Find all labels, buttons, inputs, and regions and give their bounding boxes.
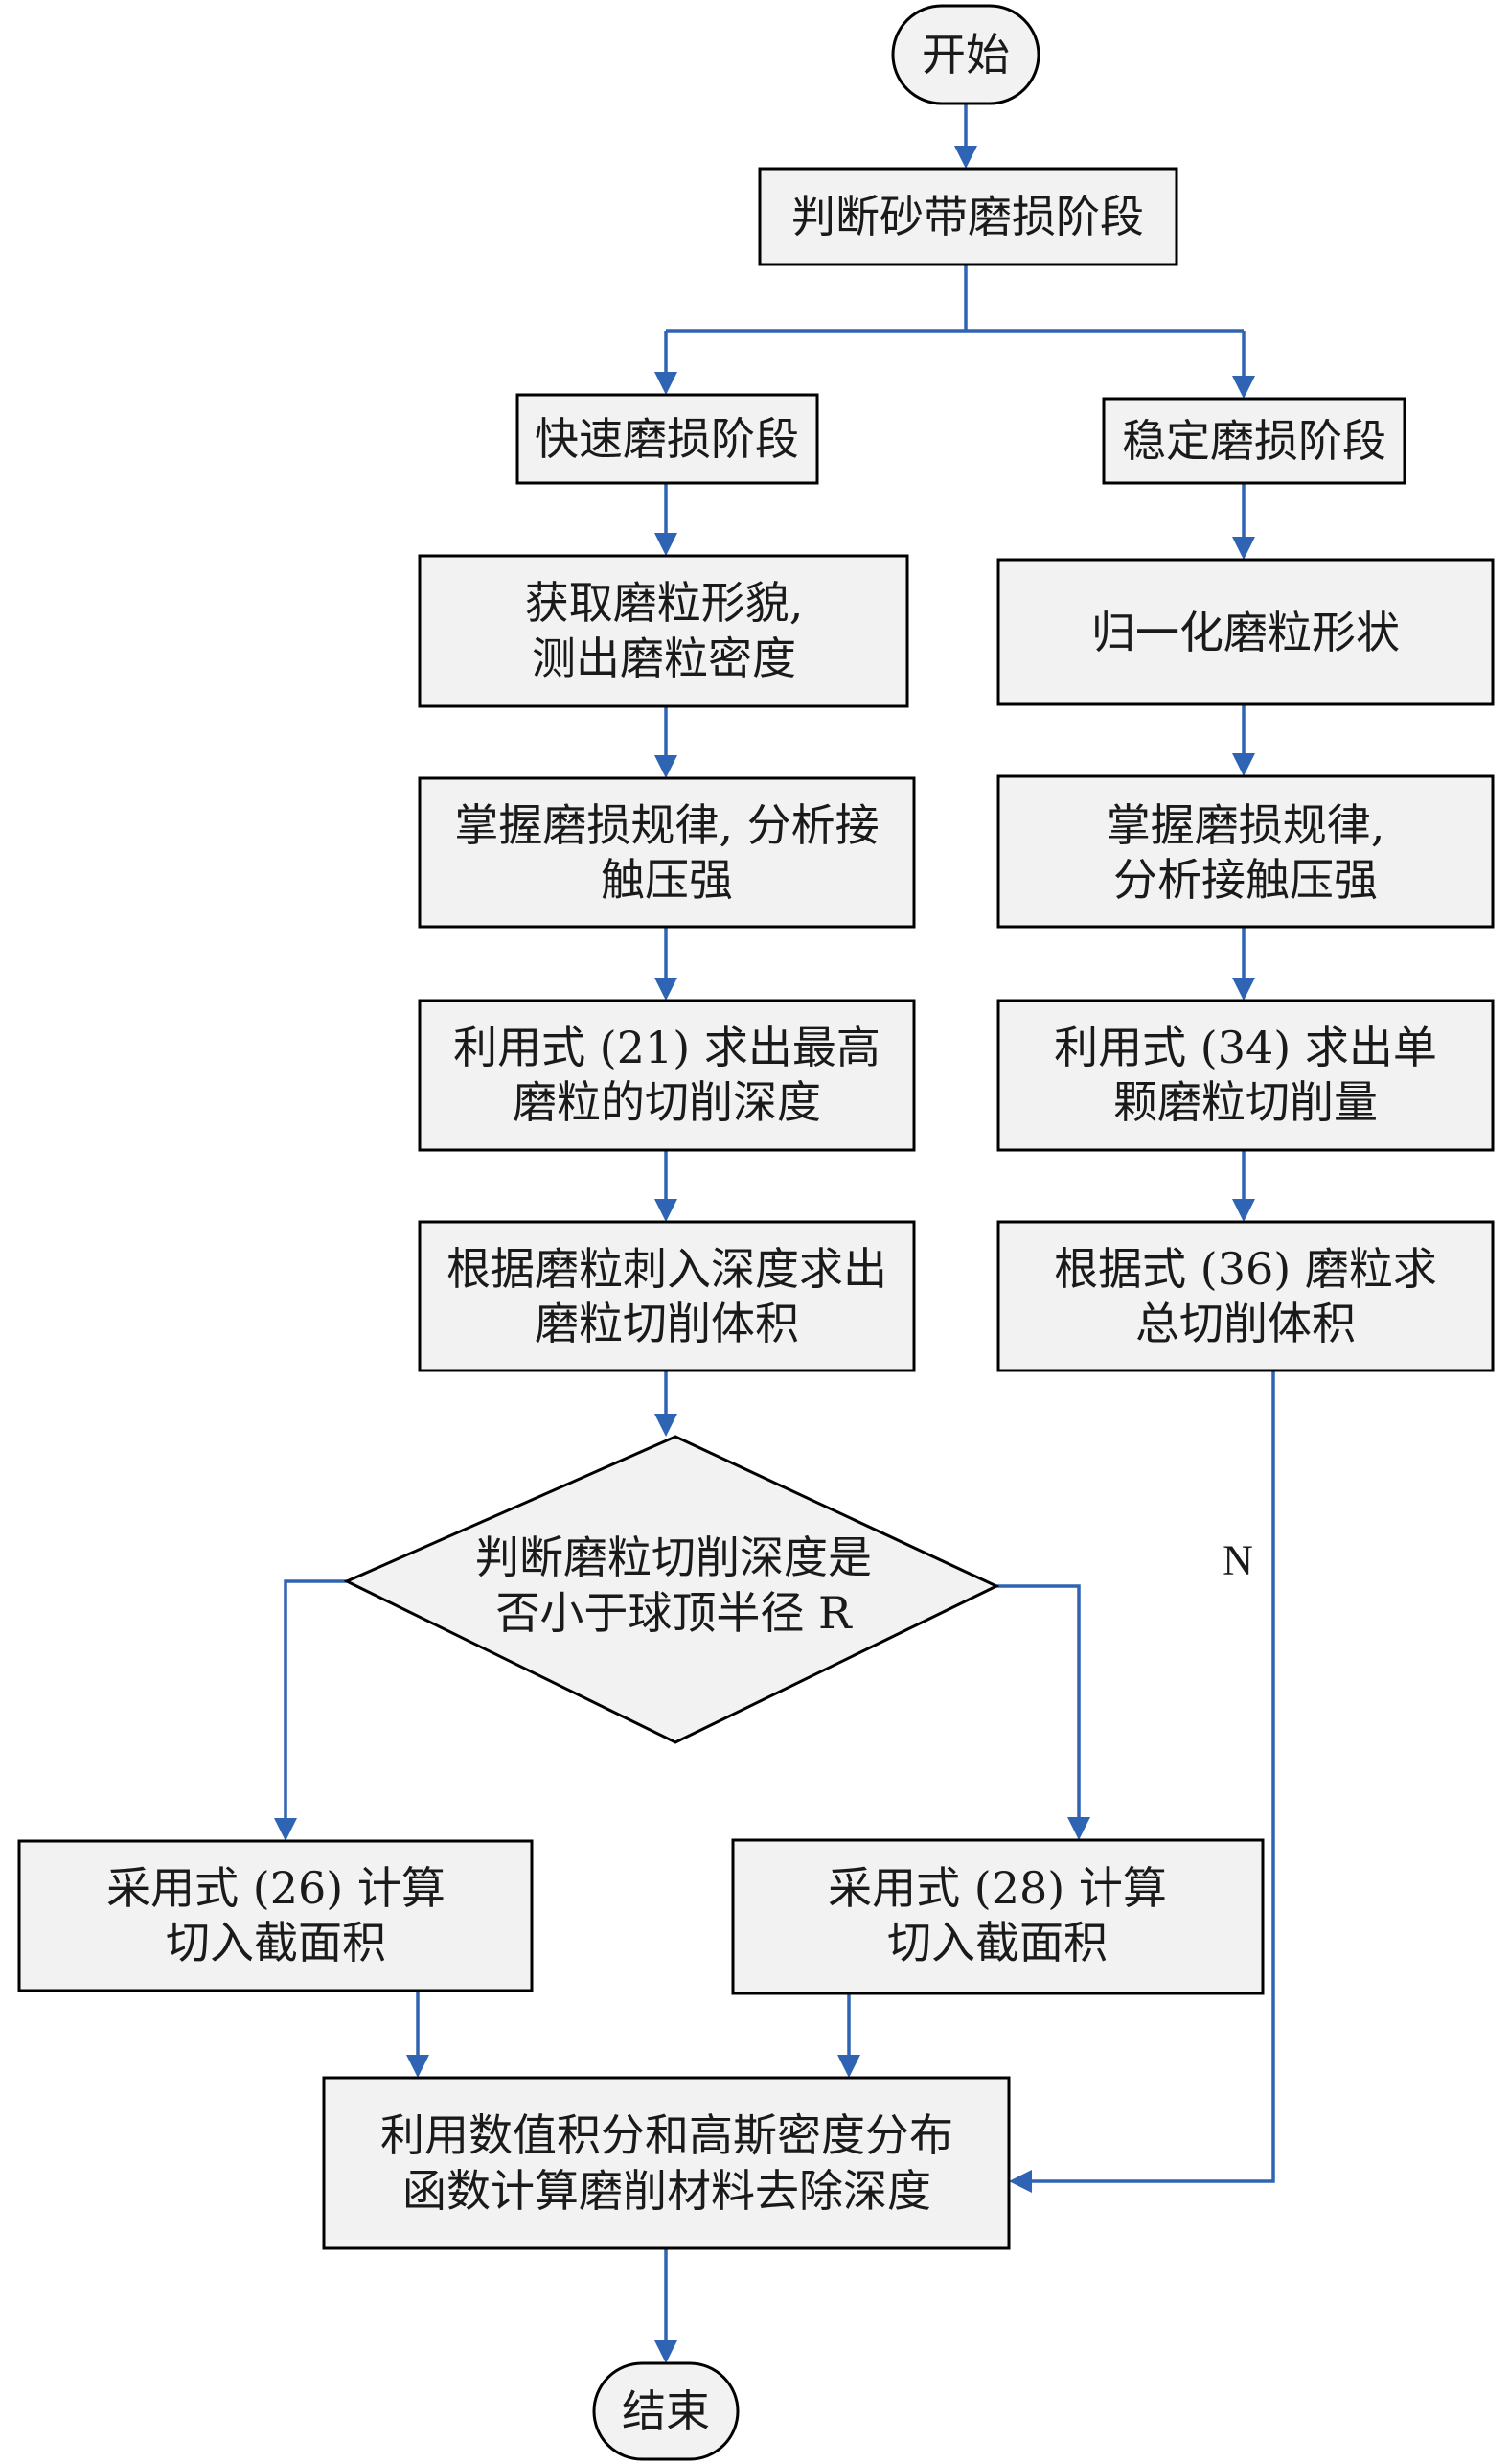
end-label: 结束 bbox=[622, 2385, 710, 2437]
node-stable-step3: 利用式 (34) 求出单 颗磨粒切削量 bbox=[996, 999, 1495, 1152]
arrowhead bbox=[1232, 537, 1255, 560]
node-stable-step2: 掌握磨损规律, 分析接触压强 bbox=[996, 774, 1495, 929]
node-decision: 判断磨粒切削深度是 否小于球顶半径 R bbox=[343, 1435, 1000, 1744]
node-fast-step2: 掌握磨损规律, 分析接 触压强 bbox=[418, 776, 916, 929]
calc-28-line2: 切入截面积 bbox=[887, 1917, 1108, 1969]
stable-step2-line1: 掌握磨损规律, bbox=[1107, 799, 1385, 851]
start-label: 开始 bbox=[922, 29, 1010, 81]
arrowhead bbox=[654, 978, 677, 1001]
node-stable-step4: 根据式 (36) 磨粒求 总切削体积 bbox=[996, 1220, 1495, 1372]
arrowhead bbox=[954, 146, 977, 169]
arrowhead bbox=[654, 1414, 677, 1437]
stable-stage-label: 稳定磨损阶段 bbox=[1122, 415, 1386, 467]
node-fast-step4: 根据磨粒刺入深度求出 磨粒切削体积 bbox=[418, 1220, 916, 1372]
node-start: 开始 bbox=[891, 4, 1040, 105]
arrowhead bbox=[1009, 2170, 1032, 2193]
final-calc-line1: 利用数值积分和高斯密度分布 bbox=[380, 2109, 953, 2161]
arrowhead bbox=[274, 1818, 297, 1841]
fast-step1-line1: 获取磨粒形貌, bbox=[525, 577, 804, 629]
fast-step3-line1: 利用式 (21) 求出最高 bbox=[453, 1022, 880, 1073]
node-end: 结束 bbox=[592, 2361, 740, 2461]
arrowhead bbox=[654, 372, 677, 395]
node-stable-stage: 稳定磨损阶段 bbox=[1102, 397, 1406, 485]
arrowhead bbox=[1232, 978, 1255, 1001]
stable-step3-line2: 颗磨粒切削量 bbox=[1113, 1076, 1378, 1128]
fast-stage-label: 快速磨损阶段 bbox=[535, 413, 799, 465]
final-calc-line2: 函数计算磨削材料去除深度 bbox=[402, 2165, 931, 2217]
fast-step4-line2: 磨粒切削体积 bbox=[535, 1298, 799, 1349]
edge-label-n: N bbox=[1223, 1537, 1253, 1584]
arrowhead bbox=[837, 2055, 860, 2078]
judge-stage-label: 判断砂带磨损阶段 bbox=[791, 191, 1144, 242]
arrowhead bbox=[1232, 1199, 1255, 1222]
node-judge-stage: 判断砂带磨损阶段 bbox=[758, 167, 1178, 266]
arrowhead bbox=[1067, 1817, 1090, 1840]
connectors bbox=[274, 104, 1275, 2363]
edge-stable-final-n bbox=[1032, 1370, 1275, 2183]
fast-step1-line2: 测出磨粒密度 bbox=[532, 633, 796, 684]
edge-decision-left bbox=[284, 1579, 347, 1818]
decision-line1: 判断磨粒切削深度是 bbox=[475, 1531, 872, 1583]
decision-line2: 否小于球顶半径 R bbox=[495, 1587, 853, 1639]
arrowhead bbox=[654, 1199, 677, 1222]
arrowhead bbox=[1232, 376, 1255, 399]
calc-26-line2: 切入截面积 bbox=[166, 1917, 386, 1969]
arrowhead bbox=[654, 533, 677, 556]
node-calc-26: 采用式 (26) 计算 切入截面积 bbox=[17, 1839, 534, 1992]
node-stable-step1: 归一化磨粒形状 bbox=[996, 558, 1495, 706]
node-final-calc: 利用数值积分和高斯密度分布 函数计算磨削材料去除深度 bbox=[322, 2076, 1011, 2250]
arrowhead bbox=[654, 755, 677, 778]
stable-step4-line1: 根据式 (36) 磨粒求 bbox=[1054, 1243, 1437, 1295]
fast-step2-line2: 触压强 bbox=[601, 854, 733, 906]
stable-step2-line2: 分析接触压强 bbox=[1113, 854, 1378, 906]
fast-step3-line2: 磨粒的切削深度 bbox=[513, 1076, 821, 1128]
stable-step3-line1: 利用式 (34) 求出单 bbox=[1054, 1022, 1437, 1073]
stable-step1-label: 归一化磨粒形状 bbox=[1091, 607, 1400, 658]
arrowhead bbox=[654, 2340, 677, 2363]
calc-26-line1: 采用式 (26) 计算 bbox=[106, 1862, 446, 1914]
fast-step2-line1: 掌握磨损规律, 分析接 bbox=[454, 799, 879, 851]
stable-step4-line2: 总切削体积 bbox=[1135, 1298, 1356, 1349]
node-calc-28: 采用式 (28) 计算 切入截面积 bbox=[731, 1838, 1265, 1995]
calc-28-line1: 采用式 (28) 计算 bbox=[828, 1862, 1167, 1914]
node-fast-step1: 获取磨粒形貌, 测出磨粒密度 bbox=[418, 554, 909, 708]
arrowhead bbox=[406, 2055, 429, 2078]
fast-step4-line1: 根据磨粒刺入深度求出 bbox=[446, 1243, 887, 1295]
node-fast-stage: 快速磨损阶段 bbox=[515, 393, 819, 485]
arrowhead bbox=[1232, 753, 1255, 776]
node-fast-step3: 利用式 (21) 求出最高 磨粒的切削深度 bbox=[418, 999, 916, 1152]
edge-decision-right bbox=[996, 1584, 1081, 1817]
